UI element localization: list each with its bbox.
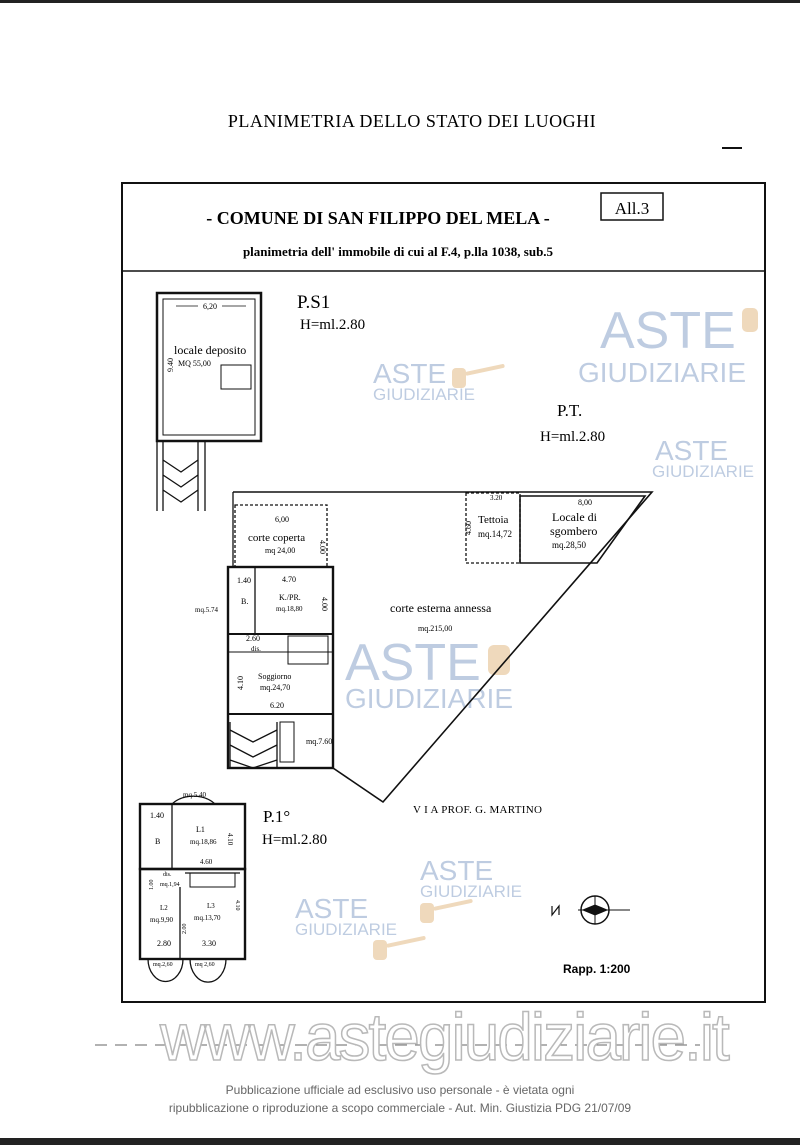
svg-text:3.20: 3.20 bbox=[490, 494, 503, 502]
svg-text:4.00: 4.00 bbox=[320, 597, 329, 611]
svg-text:1.00: 1.00 bbox=[149, 880, 155, 891]
document-title: PLANIMETRIA DELLO STATO DEI LUOGHI bbox=[228, 111, 596, 131]
floor-ps1 bbox=[155, 291, 263, 511]
room-name: sgombero bbox=[550, 524, 597, 538]
svg-text:1.40: 1.40 bbox=[237, 576, 251, 585]
watermark-giudiziarie: GIUDIZIARIE bbox=[373, 385, 475, 404]
header-subtitle: planimetria dell' immobile di cui al F.4… bbox=[243, 244, 554, 259]
floor-label: P.T. bbox=[557, 401, 582, 420]
room-area: mq.28,50 bbox=[552, 540, 587, 550]
room-area: mq.13,70 bbox=[194, 914, 221, 922]
floor-label: P.1° bbox=[263, 807, 290, 826]
svg-text:2.80: 2.80 bbox=[157, 939, 171, 948]
pt-labels: P.T. H=ml.2.80 6,00 4.00 corte coperta m… bbox=[195, 401, 605, 746]
room-area: mq.5.74 bbox=[195, 606, 218, 614]
room-name: corte coperta bbox=[248, 532, 305, 544]
street-label: V I A PROF. G. MARTINO bbox=[413, 804, 542, 816]
room-name: L1 bbox=[196, 825, 205, 834]
gavel-icon bbox=[488, 645, 510, 675]
room-area: mq.215,00 bbox=[418, 624, 452, 633]
svg-text:4.70: 4.70 bbox=[282, 575, 296, 584]
room-name: corte esterna annessa bbox=[390, 601, 492, 615]
floor-height: H=ml.2.80 bbox=[262, 832, 327, 848]
room-name: Tettoia bbox=[478, 514, 509, 526]
attachment-label: All.3 bbox=[615, 199, 649, 218]
room-name: B. bbox=[241, 597, 248, 606]
watermark-giudiziarie: GIUDIZIARIE bbox=[295, 920, 397, 939]
watermark-aste: ASTE bbox=[655, 435, 728, 466]
svg-text:6.20: 6.20 bbox=[270, 701, 284, 710]
room-area: mq 2,60 bbox=[195, 962, 215, 968]
watermark-giudiziarie: GIUDIZIARIE bbox=[652, 462, 754, 481]
scan-mark bbox=[722, 147, 742, 149]
room-area: mq.24,70 bbox=[260, 683, 290, 692]
scan-edge-bottom bbox=[0, 1138, 800, 1145]
watermark-aste: ASTE bbox=[345, 634, 481, 692]
room-name: Soggiorno bbox=[258, 672, 291, 681]
p1-labels: P.1° H=ml.2.80 mq.5.40 B L1 mq.18,86 1.4… bbox=[149, 791, 327, 968]
svg-text:2.00: 2.00 bbox=[182, 924, 188, 935]
watermark-aste: ASTE bbox=[295, 893, 368, 924]
floor-height: H=ml.2.80 bbox=[300, 317, 365, 333]
room-area: mq.2,60 bbox=[153, 962, 173, 968]
floor-p1 bbox=[138, 795, 247, 983]
svg-text:4.00: 4.00 bbox=[318, 540, 327, 554]
scale-label: Rapp. 1:200 bbox=[563, 962, 631, 976]
watermark-aste: ASTE bbox=[600, 302, 736, 360]
floor-label: P.S1 bbox=[297, 292, 330, 313]
gavel-icon bbox=[742, 308, 758, 332]
svg-text:4.10: 4.10 bbox=[234, 900, 240, 911]
room-name: dis. bbox=[251, 645, 261, 653]
svg-text:2.60: 2.60 bbox=[246, 634, 260, 643]
watermark-giudiziarie: GIUDIZIARIE bbox=[578, 357, 746, 388]
watermark-aste: ASTE bbox=[420, 855, 493, 886]
room-area: mq.7.60 bbox=[306, 737, 332, 746]
room-name: L3 bbox=[207, 902, 215, 910]
svg-text:6,00: 6,00 bbox=[275, 515, 289, 524]
room-name: dis. bbox=[163, 872, 172, 878]
watermark-giudiziarie: GIUDIZIARIE bbox=[420, 882, 522, 901]
room-name: L2 bbox=[160, 904, 168, 912]
watermark-aste: ASTE bbox=[373, 358, 446, 389]
svg-text:4.10: 4.10 bbox=[236, 676, 245, 690]
room-area: mq.9,90 bbox=[150, 916, 173, 924]
footer-line-1: Pubblicazione ufficiale ad esclusivo uso… bbox=[225, 1083, 575, 1097]
room-name: B bbox=[155, 837, 160, 846]
room-area: mq.1,94 bbox=[160, 882, 180, 888]
gavel-icon bbox=[452, 368, 466, 388]
ps1-labels: P.S1 H=ml.2.80 6,20 9.40 locale deposito… bbox=[166, 292, 365, 372]
svg-text:3.30: 3.30 bbox=[202, 939, 216, 948]
scan-edge-top bbox=[0, 0, 800, 3]
room-area: mq.5.40 bbox=[183, 791, 206, 799]
svg-text:4.60: 4.60 bbox=[464, 521, 473, 535]
footer-line-2: ripubblicazione o riproduzione a scopo c… bbox=[168, 1101, 632, 1115]
room-name: locale deposito bbox=[174, 343, 246, 357]
north-arrow-icon bbox=[551, 895, 630, 925]
watermark-site: www.astegiudiziarie.it bbox=[159, 998, 730, 1075]
watermarks: ASTE GIUDIZIARIE ASTE GIUDIZIARIE ASTE G… bbox=[295, 302, 754, 939]
svg-text:8,00: 8,00 bbox=[578, 498, 592, 507]
room-area: MQ 55,00 bbox=[178, 359, 211, 368]
room-name: K./PR. bbox=[279, 593, 301, 602]
floor-pt bbox=[226, 491, 654, 804]
room-area: mq.14,72 bbox=[478, 529, 512, 539]
gavel-icon bbox=[373, 940, 387, 960]
attachment-box bbox=[600, 192, 664, 221]
gavel-icon bbox=[420, 903, 434, 923]
floor-height: H=ml.2.80 bbox=[540, 429, 605, 445]
room-name: Locale di bbox=[552, 510, 598, 524]
header-comune: - COMUNE DI SAN FILIPPO DEL MELA - bbox=[206, 208, 550, 228]
dimension: 6,20 bbox=[203, 302, 217, 311]
gavel-icons bbox=[373, 308, 758, 960]
room-area: mq.18,86 bbox=[190, 838, 217, 846]
svg-text:4.10: 4.10 bbox=[226, 833, 234, 846]
svg-text:1.40: 1.40 bbox=[150, 811, 164, 820]
room-area: mq 24,00 bbox=[265, 546, 295, 555]
drawing-frame bbox=[121, 182, 766, 1003]
dimension: 9.40 bbox=[166, 358, 175, 372]
room-area: mq.18,80 bbox=[276, 605, 303, 613]
watermark-giudiziarie: GIUDIZIARIE bbox=[345, 683, 513, 714]
svg-text:4.60: 4.60 bbox=[200, 858, 213, 866]
